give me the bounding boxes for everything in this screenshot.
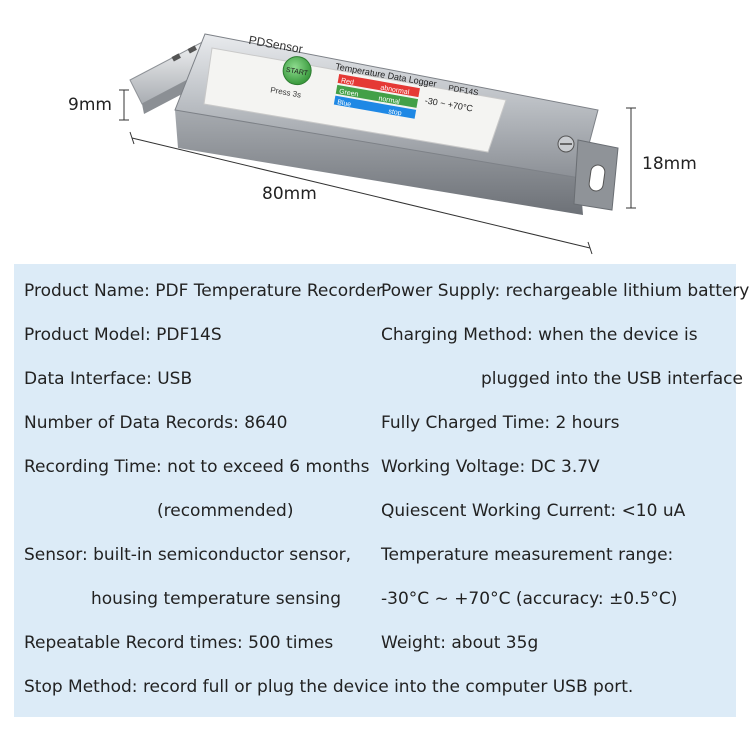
legend-blue-label: Blue [337, 99, 352, 108]
spec-data-interface: Data Interface: USB [24, 369, 193, 389]
spec-current: Quiescent Working Current: <10 uA [381, 501, 686, 521]
spec-records: Number of Data Records: 8640 [24, 413, 288, 433]
dimension-length-label: 80mm [262, 184, 317, 204]
spec-product-name: Product Name: PDF Temperature Recorder [24, 281, 384, 301]
device-label: PDSensor START Press 3s Temperature Data… [203, 33, 507, 153]
product-photo: PDSensor START Press 3s Temperature Data… [119, 33, 636, 255]
spec-panel [14, 264, 736, 717]
spec-power-supply: Power Supply: rechargeable lithium batte… [381, 281, 750, 301]
spec-range: Temperature measurement range: [381, 545, 674, 565]
legend-blue-meaning: stop [388, 108, 402, 117]
spec-charging: Charging Method: when the device is [381, 325, 698, 345]
dimension-height-label: 9mm [68, 95, 112, 115]
legend-green-label: Green [339, 88, 359, 98]
spec-repeatable: Repeatable Record times: 500 times [24, 633, 334, 653]
legend-green-bar [335, 84, 419, 108]
spec-sensor: Sensor: built-in semiconductor sensor, [24, 545, 352, 565]
spec-recording-time-note: (recommended) [157, 501, 294, 521]
start-button [282, 56, 312, 86]
dimension-width-line [626, 107, 636, 209]
legend-red-bar [337, 73, 420, 98]
spec-charging-detail: plugged into the USB interface [481, 369, 743, 389]
spec-range-value: -30°C ~ +70°C (accuracy: ±0.5°C) [381, 589, 678, 609]
spec-recording-time: Recording Time: not to exceed 6 months [24, 457, 370, 477]
start-label: START [285, 67, 309, 78]
dimension-height-line [119, 89, 129, 121]
dimension-width-label: 18mm [642, 154, 697, 174]
legend-blue-bar [333, 95, 417, 119]
legend-green-meaning: normal [378, 95, 401, 106]
spec-charged-time: Fully Charged Time: 2 hours [381, 413, 620, 433]
legend-red-label: Red [340, 77, 354, 86]
dimension-length-line [129, 131, 593, 255]
spec-voltage: Working Voltage: DC 3.7V [381, 457, 600, 477]
mounting-bracket [573, 139, 619, 211]
spec-product-model: Product Model: PDF14S [24, 325, 222, 345]
spec-sensor-detail: housing temperature sensing [91, 589, 341, 609]
spec-weight: Weight: about 35g [381, 633, 539, 653]
spec-stop-method: Stop Method: record full or plug the dev… [24, 677, 634, 697]
